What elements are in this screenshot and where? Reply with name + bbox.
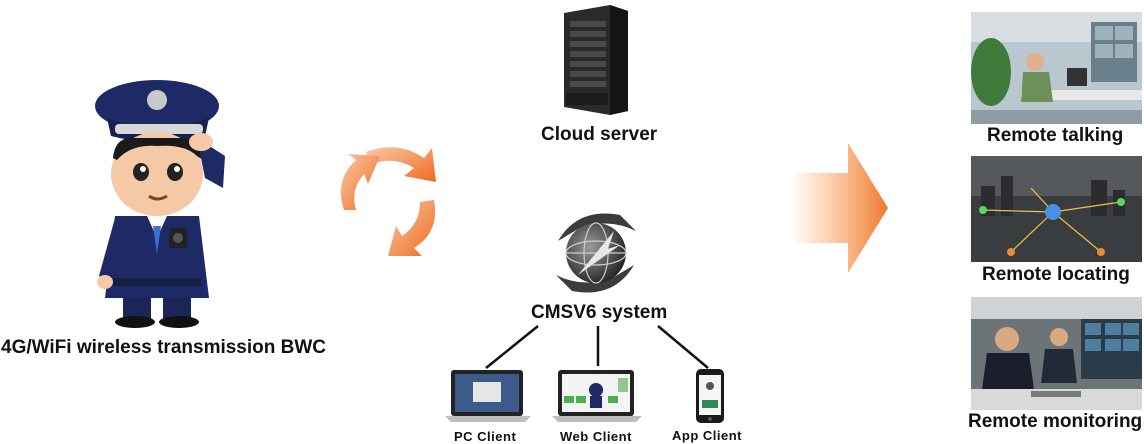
remote-locating-photo: [971, 156, 1142, 262]
remote-locating-label: Remote locating: [982, 264, 1130, 285]
web-client-label: Web Client: [560, 429, 632, 444]
police-officer-illustration: [95, 80, 225, 328]
remote-talking-label: Remote talking: [987, 125, 1124, 146]
app-client-label: App Client: [672, 428, 742, 443]
sync-arrows-icon: [340, 147, 436, 256]
pc-client-label: PC Client: [454, 429, 517, 444]
cmsv6-logo-icon: [556, 213, 636, 293]
pc-client-laptop-icon: [445, 370, 531, 422]
flow-arrow-icon: [792, 143, 888, 273]
client-connector-lines: [485, 325, 709, 369]
cmsv6-system-label: CMSV6 system: [531, 302, 668, 323]
cloud-server-icon: [564, 5, 628, 115]
remote-monitoring-photo: [971, 297, 1142, 410]
bwc-label: 4G/WiFi wireless transmission BWC: [1, 337, 327, 358]
remote-monitoring-label: Remote monitoring: [968, 411, 1143, 432]
app-client-phone-icon: [696, 369, 724, 423]
web-client-laptop-icon: [552, 370, 642, 422]
cloud-server-label: Cloud server: [541, 124, 658, 145]
remote-talking-photo: [971, 12, 1142, 124]
